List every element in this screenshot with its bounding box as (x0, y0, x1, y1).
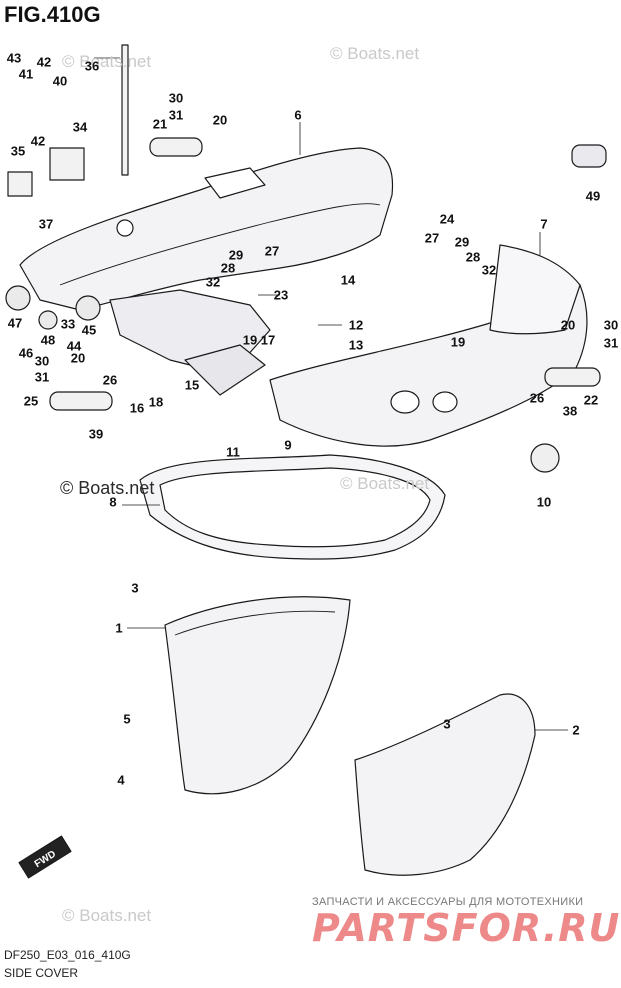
callout-42b: 42 (30, 133, 46, 149)
watermark-bottom: © Boats.net (62, 906, 152, 925)
grommet-hole-2 (432, 391, 458, 413)
callout-20c: 20 (560, 317, 576, 333)
callout-5: 5 (123, 711, 131, 727)
callout-39: 39 (88, 426, 104, 442)
callout-34: 34 (72, 119, 88, 135)
callout-49: 49 (585, 188, 601, 204)
callout-14: 14 (340, 272, 356, 288)
callout-11: 11 (226, 444, 240, 460)
callout-21: 21 (152, 116, 168, 132)
brand-tagline: ЗАПЧАСТИ И АКСЕССУАРЫ ДЛЯ МОТОТЕХНИКИ (312, 896, 584, 908)
callout-41: 41 (18, 66, 34, 82)
callout-32b: 32 (481, 262, 497, 278)
callout-42: 42 (36, 54, 52, 70)
watermark-top-right: © Boats.net (330, 44, 420, 63)
callout-19a: 19 (242, 332, 258, 348)
callout-22: 22 (583, 392, 599, 408)
callout-26b: 26 (529, 390, 545, 406)
handle-25 (49, 391, 113, 411)
callout-29a: 29 (228, 247, 244, 263)
upper-cover-port (19, 147, 394, 311)
callout-30a: 30 (168, 90, 184, 106)
handle-38 (544, 367, 601, 387)
watermark-top-left: © Boats.net (62, 52, 152, 71)
callout-46: 46 (18, 345, 34, 361)
callout-28b: 28 (465, 249, 481, 265)
callout-27b: 27 (424, 230, 440, 246)
callout-15: 15 (184, 377, 200, 393)
callout-23: 23 (273, 287, 289, 303)
grommet-48 (38, 310, 58, 330)
callout-19b: 19 (450, 334, 466, 350)
callout-9: 9 (284, 437, 292, 453)
callout-6: 6 (294, 107, 302, 123)
callout-29b: 29 (454, 234, 470, 250)
callout-13: 13 (348, 337, 364, 353)
callout-36: 36 (84, 58, 100, 74)
plug-10 (530, 443, 560, 473)
callout-2: 2 (572, 722, 580, 738)
callout-18: 18 (148, 394, 164, 410)
bracket-35 (7, 171, 33, 197)
callout-8: 8 (109, 494, 117, 510)
upper-cover-port-inner (59, 203, 381, 286)
callout-12: 12 (348, 317, 364, 333)
watermark-middle: © Boats.net (60, 478, 155, 498)
callout-17: 17 (260, 332, 276, 348)
callout-38: 38 (562, 403, 578, 419)
callout-20b: 20 (70, 350, 86, 366)
lower-cover-starboard-top (489, 244, 581, 335)
side-cover-starboard (354, 693, 536, 876)
callout-24: 24 (439, 211, 455, 227)
callout-20a: 20 (212, 112, 228, 128)
figure-code: DF250_E03_016_410G (4, 948, 131, 962)
callout-16: 16 (129, 400, 145, 416)
callout-31c: 31 (603, 335, 619, 351)
side-cover-port-edge (174, 610, 336, 636)
callout-7: 7 (540, 216, 548, 232)
callout-33: 33 (60, 316, 76, 332)
callout-31a: 31 (168, 107, 184, 123)
bracket-34 (49, 147, 85, 181)
callout-45: 45 (81, 322, 97, 338)
bracket-frame-2 (184, 344, 266, 396)
grommet-33 (75, 295, 101, 321)
callout-10: 10 (536, 494, 552, 510)
callout-40: 40 (52, 73, 68, 89)
cable-36 (121, 44, 129, 176)
callout-48: 48 (40, 332, 56, 348)
grommet-47 (5, 285, 31, 311)
callout-3a: 3 (131, 580, 139, 596)
callout-25: 25 (23, 393, 39, 409)
grommet-hole (390, 390, 420, 414)
callout-26a: 26 (102, 372, 118, 388)
seal-gasket-inner (159, 467, 431, 548)
callout-30c: 30 (603, 317, 619, 333)
brand-name: PARTSFOR.RU (312, 906, 621, 950)
callout-27a: 27 (264, 243, 280, 259)
callout-4: 4 (117, 772, 125, 788)
callout-44: 44 (66, 338, 82, 354)
watermark-middle-right: © Boats.net (340, 474, 430, 493)
callout-30b: 30 (34, 353, 50, 369)
callout-35: 35 (10, 143, 26, 159)
callout-43: 43 (6, 50, 22, 66)
figure-title: FIG.410G (4, 2, 101, 27)
side-cover-port (164, 596, 351, 795)
callout-28a: 28 (220, 260, 236, 276)
upper-cover-port-rib (204, 167, 266, 199)
hole (116, 219, 134, 237)
callout-1: 1 (115, 620, 123, 636)
grommet-49 (571, 144, 607, 168)
callout-47: 47 (7, 315, 23, 331)
callout-31b: 31 (34, 369, 50, 385)
callout-37: 37 (38, 216, 54, 232)
callout-32a: 32 (205, 274, 221, 290)
figure-subtitle: SIDE COVER (4, 966, 79, 980)
fwd-arrow-body (18, 835, 72, 879)
lock-21 (149, 137, 203, 157)
callout-3b: 3 (443, 716, 451, 732)
